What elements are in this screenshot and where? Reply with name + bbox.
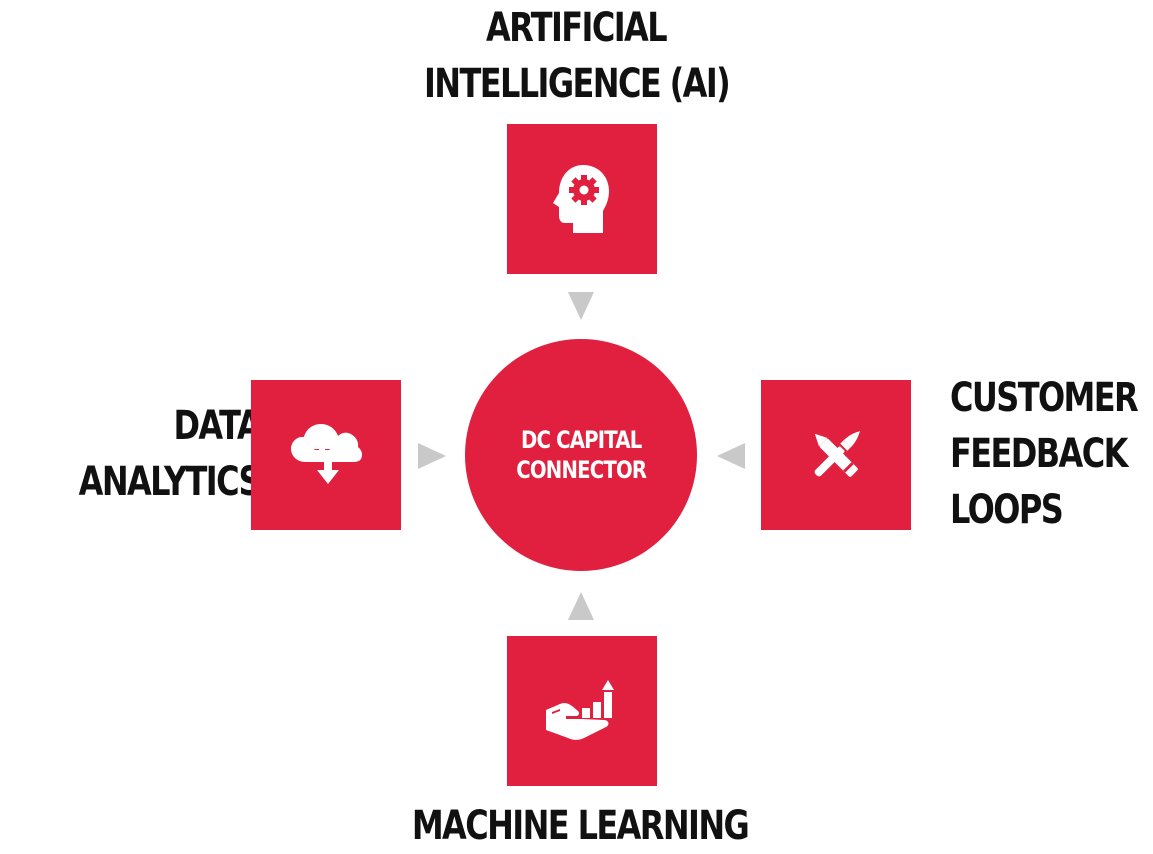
label-customer-feedback-loops: CUSTOMER FEEDBACK LOOPS (950, 370, 1153, 538)
label-line: INTELLIGENCE (AI) (424, 61, 731, 107)
label-line: DATA (173, 403, 261, 449)
hub-label-line: DC CAPITAL (520, 426, 642, 454)
head-gear-icon (553, 165, 609, 233)
label-line: CUSTOMER (950, 375, 1139, 421)
label-line: MACHINE LEARNING (411, 803, 750, 849)
label-line: ARTIFICIAL (485, 5, 668, 51)
arrow-right-icon (418, 443, 446, 469)
hub-label-line: CONNECTOR (516, 456, 647, 484)
hub-circle: DC CAPITAL CONNECTOR (465, 339, 697, 571)
label-line: LOOPS (950, 487, 1064, 533)
arrow-left-icon (717, 443, 745, 469)
label-artificial-intelligence: ARTIFICIAL INTELLIGENCE (AI) (424, 0, 731, 112)
arrow-up-icon (568, 592, 594, 620)
label-line: FEEDBACK (950, 431, 1128, 477)
node-box-machine-learning (507, 636, 657, 786)
hand-growth-chart-icon (546, 680, 614, 740)
label-data-analytics: DATA ANALYTICS (52, 398, 262, 510)
pencil-brush-icon (814, 430, 861, 477)
node-box-ai (507, 124, 657, 274)
cloud-transfer-icon (291, 424, 362, 484)
node-box-data-analytics (251, 380, 401, 530)
arrow-down-icon (568, 292, 594, 320)
node-box-customer-feedback (761, 380, 911, 530)
hub-label: DC CAPITAL CONNECTOR (516, 425, 647, 485)
label-machine-learning: MACHINE LEARNING (380, 798, 780, 854)
label-line: ANALYTICS (78, 459, 262, 505)
